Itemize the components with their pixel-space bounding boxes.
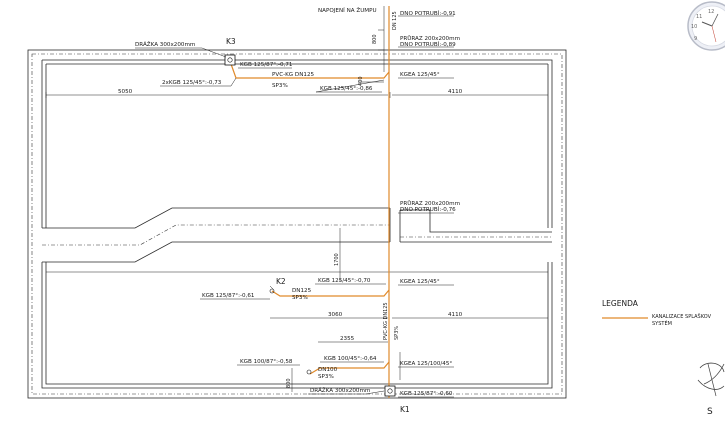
- label-dim-5050: 5050: [118, 89, 133, 95]
- label-pruraz-top: PRŮRAZ 200x200mm: [400, 35, 460, 42]
- label-kgea-top: KGEA 125/45°: [400, 72, 440, 78]
- pipe-k2-branch: [271, 289, 390, 297]
- label-kgb-070: KGB 125/45°:-0,70: [318, 278, 371, 284]
- label-kgb-k3: KGB 125/87°:-0,71: [240, 62, 293, 68]
- label-dim-4110-top: 4110: [448, 89, 463, 95]
- label-k3: K3: [226, 37, 236, 46]
- label-pvc-vertical: PVC-KG DN125: [383, 302, 389, 340]
- label-dn125-vertical: DN 125: [392, 11, 398, 30]
- label-sp3-bottom: SP3%: [318, 374, 334, 380]
- chamber-k3: [224, 54, 236, 66]
- building-outline: [27, 49, 567, 399]
- label-drazka-top: DRÁŽKA 300x200mm: [135, 40, 195, 48]
- legend: LEGENDA KANALIZACE SPLAŠKOV SYSTÉM: [602, 299, 712, 327]
- label-dno-mid: DNO POTRUBÍ:-0,76: [400, 206, 456, 213]
- svg-text:12: 12: [708, 9, 714, 15]
- label-dno-top: DNO POTRUBÍ:-0,91: [400, 10, 456, 17]
- chamber-k1: [384, 385, 396, 397]
- label-kgea-bottom: KGEA 125/100/45°: [400, 361, 452, 367]
- clock-icon: 12 11 10 9: [687, 1, 725, 51]
- label-kgb-2x: 2xKGB 125/45°:-0,73: [162, 80, 222, 86]
- legend-item-line1: KANALIZACE SPLAŠKOV: [652, 313, 712, 320]
- label-sp3-top: SP3%: [272, 83, 288, 89]
- label-dim-800-top: 800: [372, 34, 378, 44]
- label-dno-top2: DNO POTRUBÍ:-0,89: [400, 41, 456, 48]
- label-dn125-k2: DN125: [292, 288, 312, 294]
- label-dim-3060: 3060: [328, 312, 343, 318]
- sewer-pipes: [230, 6, 390, 398]
- chambers: [224, 54, 396, 397]
- svg-text:9: 9: [694, 36, 697, 42]
- label-drazka-bottom: DRÁŽKA 300x200mm: [310, 386, 370, 394]
- leader-lines: [135, 15, 454, 398]
- label-dn100: DN100: [318, 367, 338, 373]
- label-k2: K2: [276, 277, 286, 286]
- cleanout-k1-branch: [306, 369, 312, 375]
- label-sp3-k2: SP3%: [292, 295, 308, 301]
- svg-text:10: 10: [691, 24, 697, 30]
- cleanout-k2: [269, 288, 275, 294]
- svg-text:11: 11: [696, 14, 702, 20]
- label-pruraz-mid: PRŮRAZ 200x200mm: [400, 200, 460, 207]
- label-kgb-086: KGB 125/45°:-0,86: [320, 86, 373, 92]
- label-sp3-vertical: SP3%: [394, 326, 400, 340]
- pipe-k1-branch: [309, 361, 390, 375]
- legend-item-line2: SYSTÉM: [652, 319, 672, 327]
- label-pvc-kg: PVC-KG DN125: [272, 72, 315, 78]
- label-dim-2355: 2355: [340, 336, 355, 342]
- labels: NAPOJENÍ NA ŽUMPU DN 125 800 DNO POTRUBÍ…: [118, 6, 463, 414]
- label-k1: K1: [400, 405, 410, 414]
- pipe-k3-branch: [230, 63, 390, 79]
- label-kgb-060: KGB 125/87°:-0,60: [400, 391, 453, 397]
- logo-letter: S: [707, 407, 713, 417]
- label-kgb-061: KGB 125/87°:-0,61: [202, 293, 255, 299]
- label-kgb-064: KGB 100/45°:-0,64: [324, 356, 377, 362]
- label-dim-1700: 1700: [334, 253, 340, 266]
- label-dim-800-bottom: 800: [286, 378, 292, 388]
- label-kgb-058: KGB 100/87°:-0,58: [240, 359, 293, 365]
- label-dim-4110-mid: 4110: [448, 312, 463, 318]
- label-kgea-mid: KGEA 125/45°: [400, 279, 440, 285]
- label-dim-400: 400: [358, 76, 364, 86]
- dimension-lines: [45, 6, 548, 392]
- legend-title: LEGENDA: [602, 299, 639, 308]
- logo-icon: S: [697, 362, 725, 417]
- label-napojeni: NAPOJENÍ NA ŽUMPU: [318, 6, 377, 14]
